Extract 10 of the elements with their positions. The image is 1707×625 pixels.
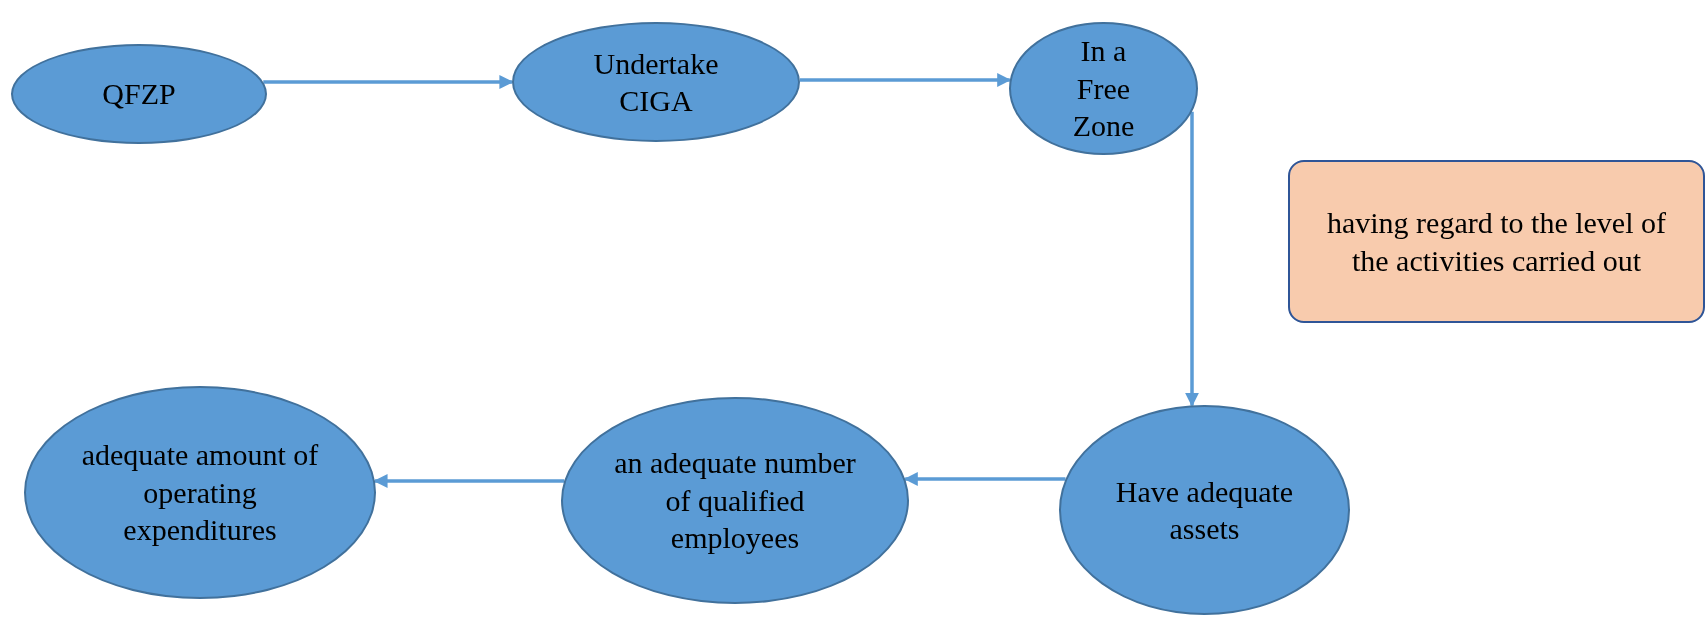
- node-label: Have adequate assets: [1114, 473, 1295, 547]
- node-label: Undertake CIGA: [592, 45, 720, 119]
- node-label: an adequate number of qualified employees: [613, 445, 857, 557]
- node-label: having regard to the level of the activities carried out: [1325, 205, 1667, 279]
- arrow: [263, 75, 514, 89]
- node-label: QFZP: [102, 76, 176, 113]
- arrow: [373, 474, 565, 488]
- note-box: [1288, 160, 1705, 323]
- node-label: In a Free Zone: [1071, 33, 1136, 145]
- node-label: adequate amount of operating expenditures: [80, 437, 320, 549]
